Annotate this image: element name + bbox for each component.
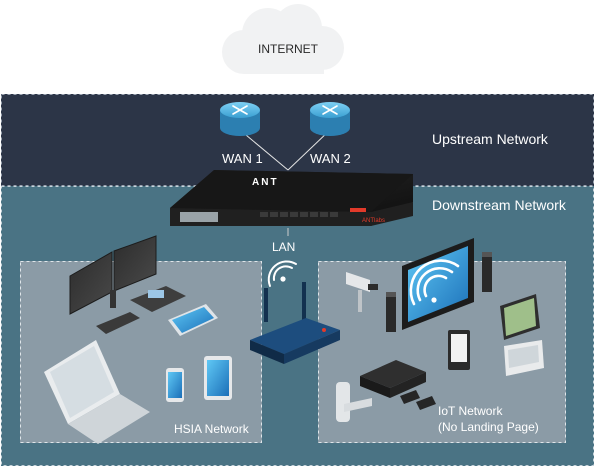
photo-frame-icon (500, 294, 540, 340)
desk-phone-icon (130, 286, 186, 312)
smartphone-icon (166, 368, 184, 402)
upstream-network-label: Upstream Network (432, 131, 548, 147)
upstream-network-zone (1, 94, 594, 186)
set-top-box-icon (360, 360, 426, 398)
security-camera-icon (346, 272, 378, 312)
wireless-access-point-icon (250, 282, 340, 364)
game-controllers-icon (400, 390, 436, 410)
tablet-portrait-icon (204, 356, 232, 400)
internet-label: INTERNET (258, 42, 318, 56)
downstream-network-label: Downstream Network (432, 197, 566, 213)
lan-label: LAN (272, 240, 296, 254)
keyboard-icon (96, 312, 140, 334)
wan1-router-icon (220, 102, 260, 136)
door-lock-icon (336, 382, 372, 422)
wan1-label: WAN 1 (222, 151, 263, 166)
speaker-right-icon (482, 252, 492, 292)
tablet-landscape-icon (168, 304, 218, 336)
ebook-reader-icon (448, 330, 470, 370)
iot-network-label: IoT Network (438, 404, 503, 418)
gateway-appliance-icon (170, 170, 413, 226)
wan-connectors (239, 129, 331, 171)
hsia-network-label: HSIA Network (174, 422, 249, 436)
laptop-icon (44, 340, 150, 444)
gateway-logo-text: ANT (252, 177, 279, 188)
wifi-signal-icon (267, 260, 297, 287)
wan2-router-icon (310, 102, 350, 136)
speaker-left-icon (386, 292, 396, 332)
iot-network-sublabel: (No Landing Page) (438, 420, 539, 434)
internet-cloud-icon (222, 4, 344, 74)
desktop-monitors-icon (69, 235, 157, 315)
smart-tv-icon (402, 238, 474, 330)
thermostat-icon (504, 340, 544, 376)
wan2-label: WAN 2 (310, 151, 351, 166)
gateway-brand-text: ANTlabs (362, 218, 386, 224)
